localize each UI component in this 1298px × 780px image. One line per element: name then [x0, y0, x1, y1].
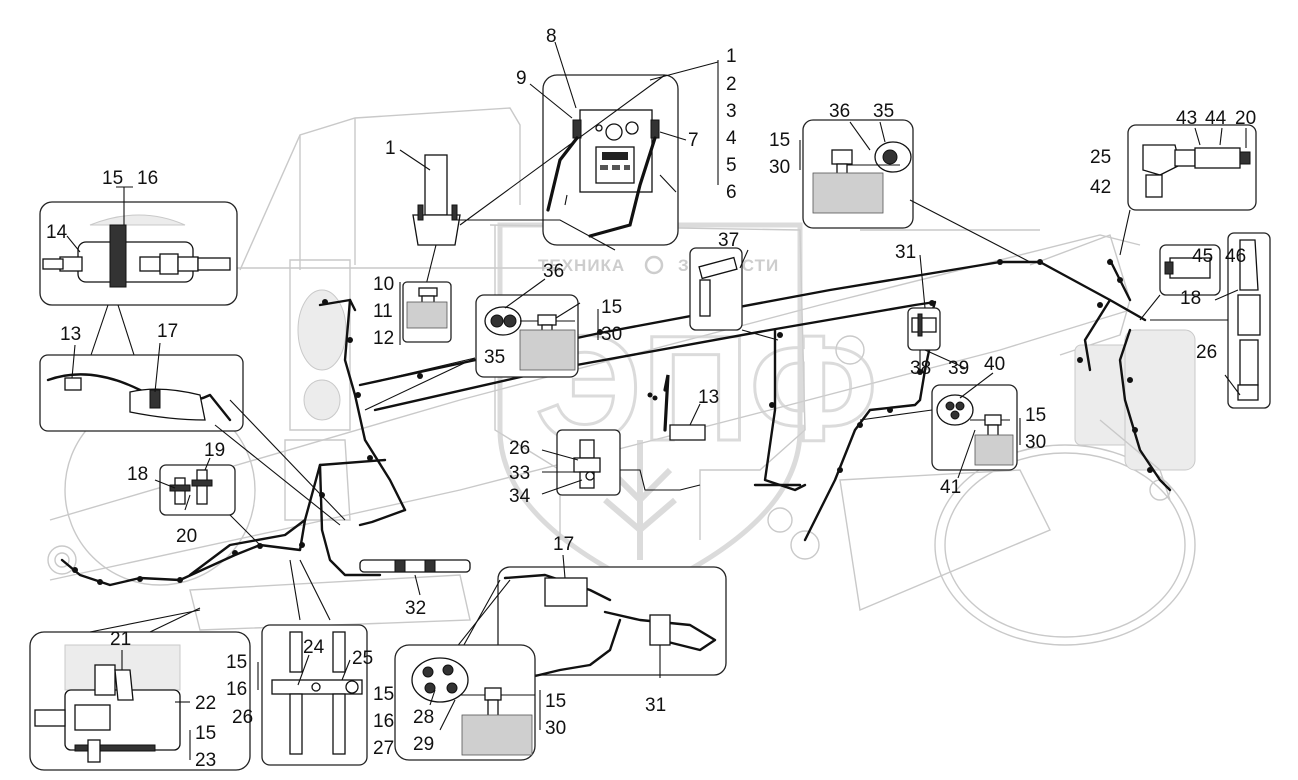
callout-39: 39 [948, 358, 969, 379]
callout-15-right: 15 [1025, 405, 1046, 426]
callout-30-left: 30 [601, 324, 622, 345]
callout-6: 6 [726, 182, 737, 203]
callout-15-bm-right: 15 [373, 684, 394, 705]
callout-10: 10 [373, 274, 394, 295]
callout-33: 33 [509, 463, 530, 484]
callout-1-bracket: 1 [385, 138, 396, 159]
callout-26-bm: 26 [232, 707, 253, 728]
callout-43: 43 [1176, 108, 1197, 129]
callout-15-bl: 15 [195, 723, 216, 744]
callout-15-bottom: 15 [545, 691, 566, 712]
callout-46: 46 [1225, 246, 1246, 267]
callout-18-right: 18 [1180, 288, 1201, 309]
callout-40: 40 [984, 354, 1005, 375]
callout-8: 8 [546, 26, 557, 47]
callout-26-right: 26 [1196, 342, 1217, 363]
callout-30-top: 30 [769, 157, 790, 178]
hose-clip-detail-top [799, 119, 1031, 263]
hose-clip-detail-left [359, 278, 599, 411]
callout-23: 23 [195, 750, 216, 771]
callout-42: 42 [1090, 177, 1111, 198]
callout-41: 41 [940, 477, 961, 498]
manifold-detail [257, 559, 368, 766]
hose-assembly-detail [39, 342, 346, 526]
callout-31-center: 31 [895, 242, 916, 263]
callout-29: 29 [413, 734, 434, 755]
elbow-fitting-detail [1119, 124, 1257, 256]
watermark-gear-icon [644, 255, 664, 275]
callout-15-left: 15 [601, 297, 622, 318]
callout-12: 12 [373, 328, 394, 349]
callout-21: 21 [110, 629, 131, 650]
callout-20-left: 20 [176, 526, 197, 547]
center-fittings [669, 247, 966, 441]
callout-11: 11 [373, 301, 393, 322]
callout-4: 4 [726, 128, 737, 149]
callout-35-top: 35 [873, 101, 894, 122]
callout-3: 3 [726, 101, 737, 122]
hose-clip-detail-bottom [394, 644, 541, 761]
callout-37: 37 [718, 230, 739, 251]
callout-30-right: 30 [1025, 432, 1046, 453]
watermark-wheat-icon [603, 440, 677, 560]
callout-1: 1 [726, 46, 737, 67]
callout-35-left: 35 [484, 347, 505, 368]
callout-19: 19 [204, 440, 225, 461]
hose-clip-detail-right [859, 372, 1021, 479]
callout-31-br: 31 [645, 695, 666, 716]
callout-36-top: 36 [829, 101, 850, 122]
mount-bracket-detail [399, 74, 666, 345]
callout-17-left: 17 [157, 321, 178, 342]
watermark-left-text: ТЕХНИКА [538, 256, 625, 275]
callout-44: 44 [1205, 108, 1227, 129]
callout-5: 5 [726, 155, 737, 176]
callout-30-bottom: 30 [545, 718, 566, 739]
coupling-detail [154, 457, 261, 546]
callout-15-bm-left: 15 [226, 652, 247, 673]
callout-15-lt: 15 [102, 168, 123, 189]
callout-15-top: 15 [769, 130, 790, 151]
callout-14: 14 [46, 222, 68, 243]
callout-27: 27 [373, 738, 394, 759]
callout-2: 2 [726, 74, 737, 95]
callout-17-br: 17 [553, 534, 574, 555]
callout-20-top: 20 [1235, 108, 1256, 129]
callout-34: 34 [509, 486, 531, 507]
callout-22: 22 [195, 693, 216, 714]
control-panel-leaders [529, 41, 719, 185]
callout-13-left: 13 [60, 324, 81, 345]
callout-9: 9 [516, 68, 527, 89]
callout-13-center: 13 [698, 387, 719, 408]
callout-16-bm-left: 16 [226, 679, 247, 700]
callout-26-center: 26 [509, 438, 530, 459]
valve-block-detail [39, 186, 238, 359]
callout-36-left: 36 [543, 261, 564, 282]
callout-28: 28 [413, 707, 434, 728]
callout-7: 7 [688, 130, 699, 151]
callout-24: 24 [303, 637, 325, 658]
tee-fitting-detail [541, 429, 701, 496]
control-panel-detail [542, 74, 679, 246]
callout-32: 32 [405, 598, 426, 619]
callout-38: 38 [910, 358, 931, 379]
callout-25-top: 25 [1090, 147, 1111, 168]
callout-18-left: 18 [127, 464, 148, 485]
callout-16-bm-right: 16 [373, 711, 394, 732]
callout-45: 45 [1192, 246, 1213, 267]
elbow-valve-detail [29, 607, 251, 771]
callout-25-bm: 25 [352, 648, 373, 669]
callout-16-lt: 16 [137, 168, 158, 189]
adapter-detail [1139, 232, 1271, 409]
